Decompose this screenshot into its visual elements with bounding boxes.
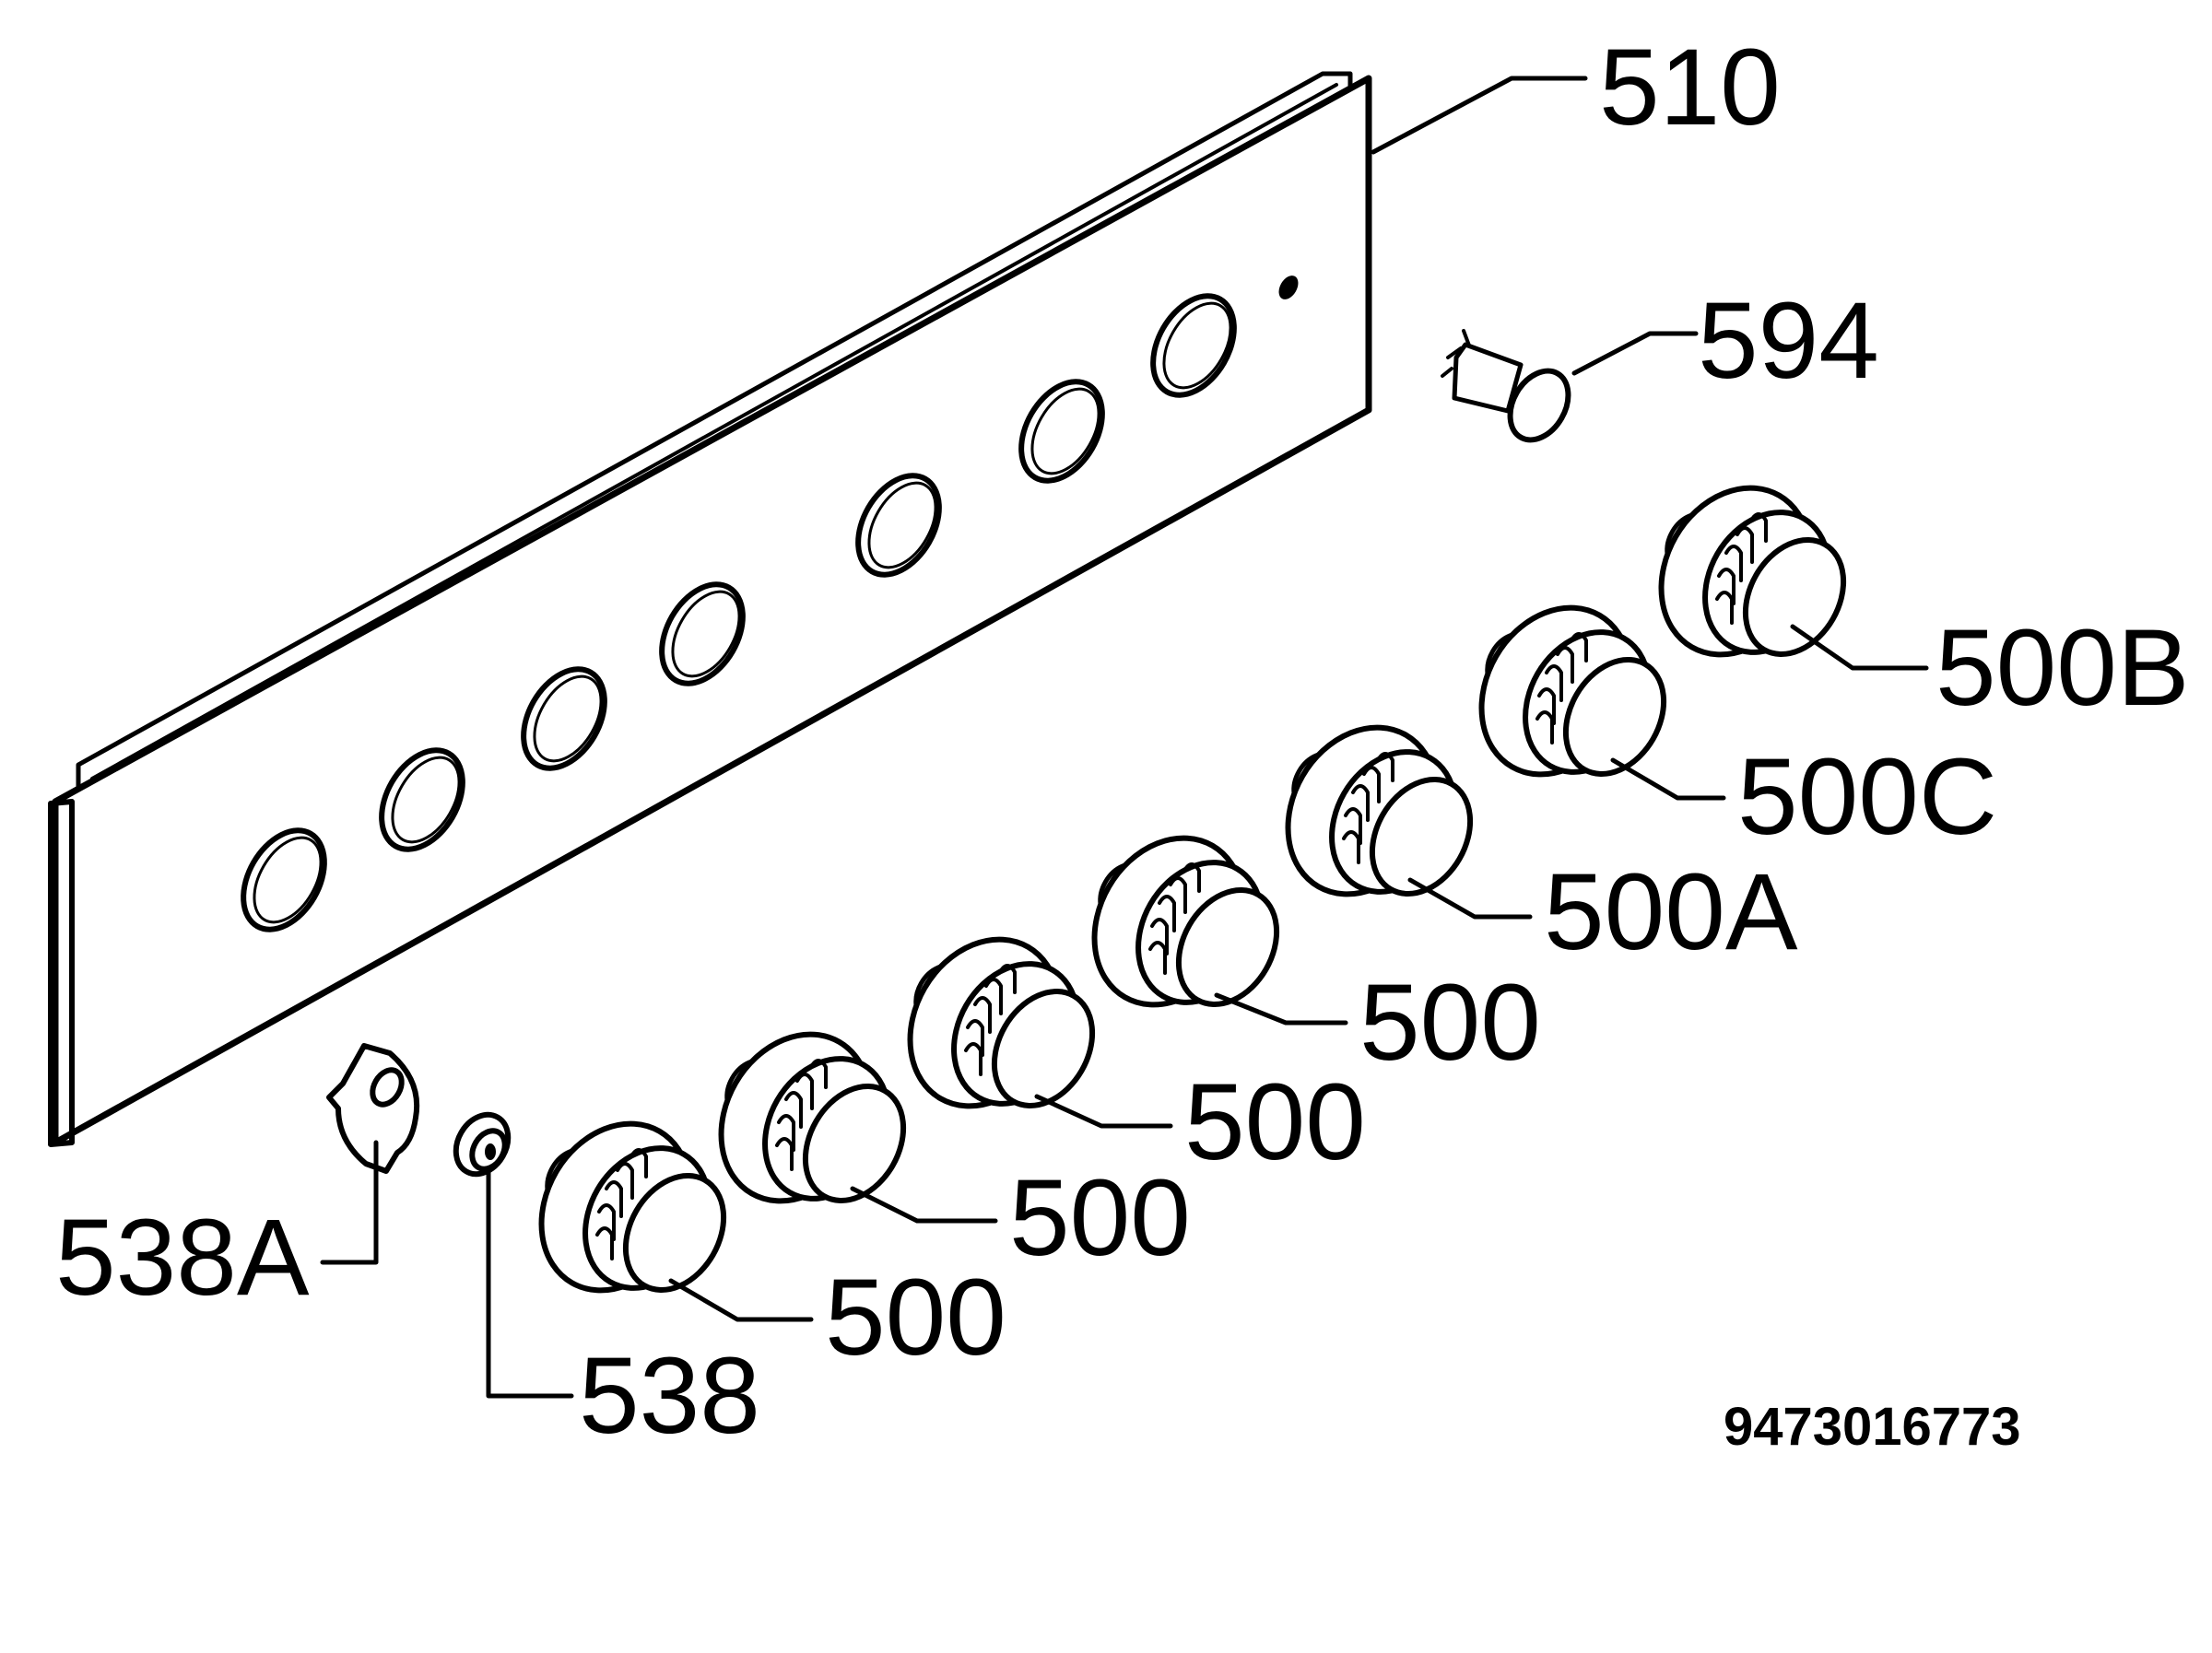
- lamp-hole: [1278, 276, 1299, 299]
- label-500-3: 500: [1184, 1061, 1366, 1183]
- part-labels: 510 594 500B 500C 500A 500 500 500 500 5…: [55, 27, 2190, 1457]
- label-538: 538: [579, 1335, 760, 1457]
- leader-500-3: [1034, 1094, 1173, 1129]
- leader-500c: [1610, 757, 1726, 801]
- knob-500-3: [881, 912, 1112, 1133]
- indicator-lamp: [1441, 329, 1571, 443]
- label-500c: 500C: [1737, 736, 1997, 858]
- leader-538a: [320, 1140, 379, 1265]
- leader-500b: [1790, 624, 1929, 671]
- leader-594: [1571, 331, 1699, 376]
- label-500-4: 500: [1359, 962, 1541, 1084]
- leader-500-1: [668, 1278, 814, 1322]
- drawing-number: 9473016773: [1724, 1397, 2021, 1457]
- knob-500c: [1453, 580, 1684, 802]
- panel-hole: [1150, 293, 1237, 398]
- bush-538: [453, 1111, 512, 1178]
- leader-lines: [320, 76, 1929, 1399]
- knob-500-1: [512, 1096, 744, 1318]
- label-594: 594: [1698, 280, 1879, 402]
- label-500b: 500B: [1936, 607, 2190, 729]
- knob-500b: [1632, 461, 1864, 682]
- panel-hole: [521, 666, 607, 771]
- washer-538a: [326, 1043, 420, 1174]
- knob-500a: [1259, 700, 1490, 921]
- knob-500-2: [692, 1007, 924, 1228]
- panel-hole: [241, 827, 327, 932]
- panel-hole: [379, 747, 465, 852]
- leader-500-2: [850, 1186, 998, 1224]
- control-panel: [48, 71, 1372, 1147]
- leader-510: [1371, 76, 1588, 155]
- label-500a: 500A: [1544, 851, 1798, 973]
- panel-hole: [855, 473, 942, 578]
- leader-500-4: [1214, 992, 1348, 1026]
- panel-hole: [659, 581, 746, 686]
- label-500-1: 500: [825, 1257, 1006, 1378]
- label-500-2: 500: [1009, 1157, 1191, 1279]
- leader-500a: [1407, 877, 1533, 920]
- knob-500-4: [1065, 811, 1297, 1032]
- label-538a: 538A: [55, 1197, 310, 1319]
- leader-538: [486, 1167, 574, 1399]
- panel-hole: [1018, 379, 1105, 484]
- panel-holes: [241, 276, 1299, 932]
- label-510: 510: [1599, 27, 1781, 148]
